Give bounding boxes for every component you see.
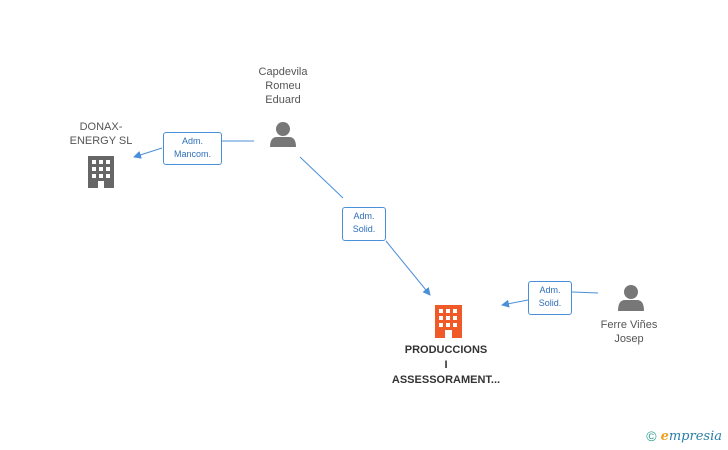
edge-label-solid: Adm. Solid. — [528, 281, 572, 315]
node-label-capdevila[interactable]: Capdevila Romeu Eduard — [258, 66, 308, 106]
edge-ferre-produccions — [502, 291, 599, 305]
node-label-donax[interactable]: DONAX- ENERGY SL — [69, 121, 133, 147]
node-label-produccions[interactable]: PRODUCCIONS I ASSESSORAMENT... — [391, 344, 501, 386]
person-icon[interactable] — [618, 285, 644, 311]
edge-label-mancom: Adm. Mancom. — [163, 132, 222, 165]
person-icon[interactable] — [270, 122, 296, 147]
node-label-ferre[interactable]: Ferre Viñes Josep — [600, 319, 658, 345]
empresia-logo: © empresia — [646, 428, 722, 444]
building-main-icon[interactable] — [435, 305, 462, 338]
building-icon[interactable] — [88, 156, 114, 188]
edge-capdevila-donax — [134, 140, 254, 157]
edge-capdevila-produccions — [299, 156, 430, 295]
copyright-icon: © — [646, 428, 657, 444]
edge-label-solid: Adm. Solid. — [342, 207, 386, 241]
